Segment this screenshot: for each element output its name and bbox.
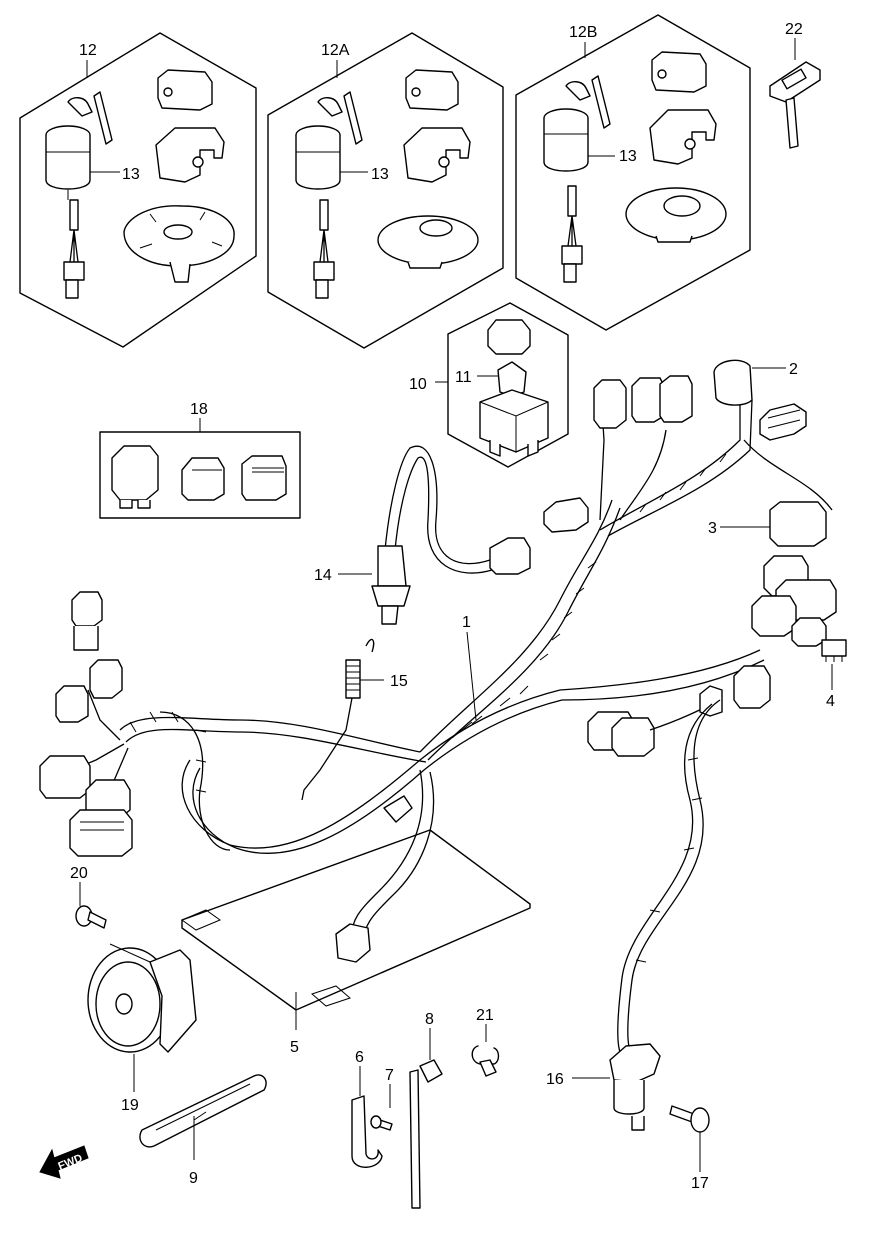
label-16: 16 bbox=[546, 1071, 564, 1088]
label-13-a: 13 bbox=[122, 166, 140, 183]
label-4: 4 bbox=[826, 693, 835, 710]
fuel-cap-12b bbox=[625, 187, 727, 243]
label-6: 6 bbox=[355, 1049, 364, 1066]
leader-lines bbox=[720, 367, 833, 690]
screw-20 bbox=[75, 882, 107, 929]
sensor-lead-16 bbox=[572, 699, 721, 1131]
lower-branch bbox=[335, 769, 435, 963]
screw-7 bbox=[370, 1084, 393, 1131]
ignition-switch-12 bbox=[45, 91, 120, 299]
label-1: 1 bbox=[462, 614, 471, 631]
label-12b: 12B bbox=[569, 24, 597, 41]
ignition-switch-12b bbox=[543, 75, 615, 283]
lock-cylinder-12b bbox=[651, 51, 707, 93]
part-labels: 12 13 12A 13 12B 13 22 2 10 11 18 3 14 1… bbox=[70, 21, 835, 1192]
harness-mid-connectors bbox=[489, 497, 589, 575]
label-18: 18 bbox=[190, 401, 208, 418]
label-22: 22 bbox=[785, 21, 803, 38]
label-17: 17 bbox=[691, 1175, 709, 1192]
lock-cylinder-12a bbox=[405, 69, 459, 111]
clamp-9 bbox=[139, 1074, 267, 1160]
fuel-cap-12 bbox=[123, 205, 235, 283]
spring-15 bbox=[301, 638, 384, 801]
kit-12-box bbox=[19, 32, 257, 348]
label-13-c: 13 bbox=[619, 148, 637, 165]
horn-19 bbox=[87, 943, 197, 1092]
label-2: 2 bbox=[789, 361, 798, 378]
label-13-b: 13 bbox=[371, 166, 389, 183]
label-11: 11 bbox=[455, 369, 472, 386]
ignition-switch-12a bbox=[295, 91, 368, 299]
bolt-17 bbox=[669, 1105, 710, 1172]
protective-sheet-5 bbox=[180, 829, 531, 1030]
left-harness-branch bbox=[71, 689, 427, 851]
connector-kit-18 bbox=[99, 418, 301, 519]
main-wiring-harness-1 bbox=[181, 385, 833, 854]
bracket-6 bbox=[351, 1066, 383, 1168]
label-10: 10 bbox=[409, 376, 427, 393]
top-connectors bbox=[593, 359, 807, 441]
label-12: 12 bbox=[79, 42, 97, 59]
lower-mid-connectors bbox=[587, 685, 723, 757]
left-connector-cluster bbox=[39, 591, 133, 857]
lock-cylinder-12 bbox=[157, 69, 213, 111]
kit-12a-box bbox=[267, 32, 504, 349]
label-7: 7 bbox=[385, 1067, 394, 1084]
label-20: 20 bbox=[70, 865, 88, 882]
kit-12b-box bbox=[515, 14, 751, 331]
label-12a: 12A bbox=[321, 42, 350, 59]
lock-cover-12a bbox=[403, 127, 471, 183]
label-5: 5 bbox=[290, 1039, 299, 1056]
label-8: 8 bbox=[425, 1011, 434, 1028]
lock-cover-12 bbox=[155, 127, 225, 183]
forward-arrow: FWD bbox=[39, 1145, 89, 1179]
fuel-cap-12a bbox=[377, 215, 479, 269]
brake-switch-14 bbox=[338, 445, 493, 625]
cable-tie-8 bbox=[409, 1028, 443, 1209]
label-21: 21 bbox=[476, 1007, 494, 1024]
lock-cover-12b bbox=[649, 109, 717, 165]
label-19: 19 bbox=[121, 1097, 139, 1114]
label-9: 9 bbox=[189, 1170, 198, 1187]
key-blank-22 bbox=[769, 38, 821, 149]
label-14: 14 bbox=[314, 567, 332, 584]
label-15: 15 bbox=[390, 673, 408, 690]
label-3: 3 bbox=[708, 520, 717, 537]
clip-21 bbox=[471, 1024, 500, 1077]
relay-box-10 bbox=[435, 302, 569, 468]
right-connectors bbox=[733, 501, 847, 709]
